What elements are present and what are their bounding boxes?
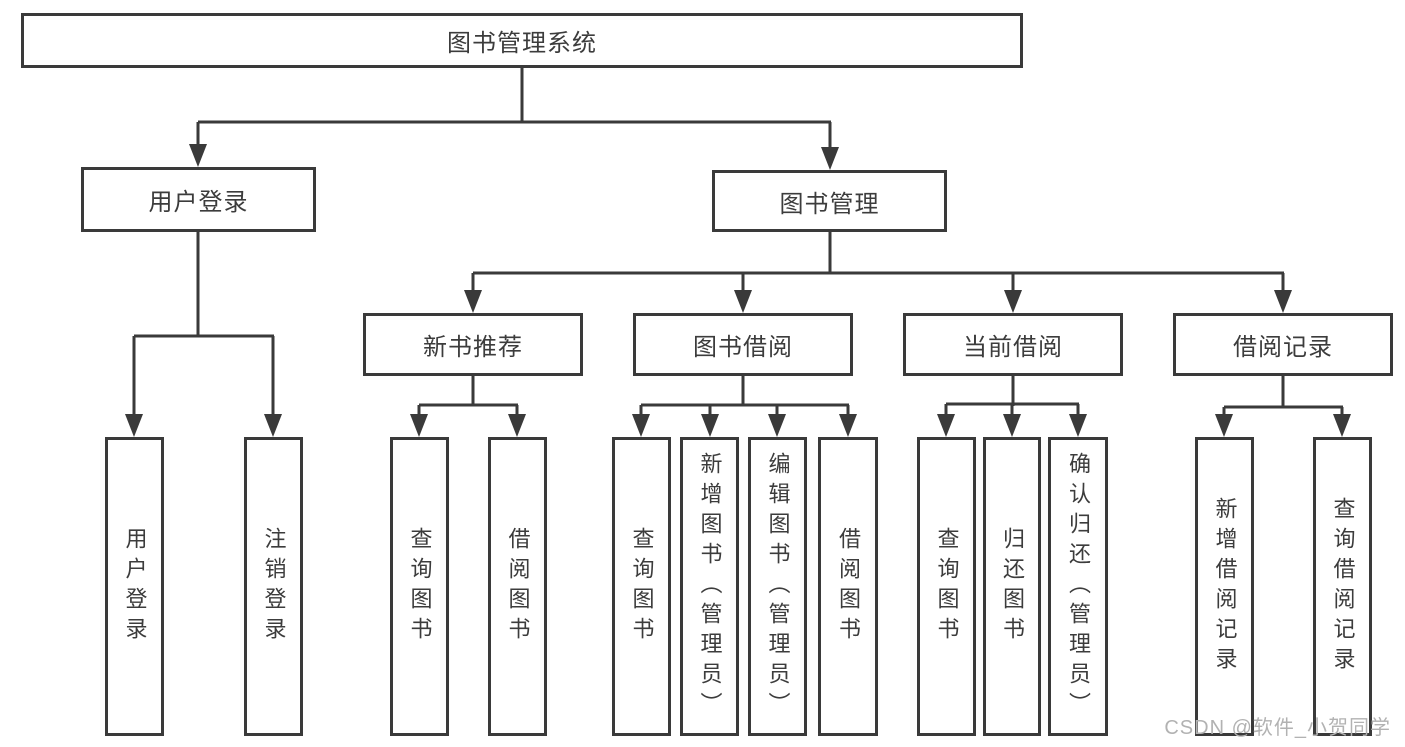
- node-label: 查询图书: [407, 526, 433, 647]
- group-node-new-book-recommend: 新书推荐: [363, 313, 583, 376]
- node-label: 查询图书: [934, 526, 960, 647]
- branch-node-book-management: 图书管理: [712, 170, 947, 232]
- node-label: 查询图书: [629, 526, 655, 647]
- node-label: 用户登录: [122, 526, 148, 647]
- csdn-watermark: CSDN @软件_小贺同学: [1164, 717, 1391, 739]
- leaf-node-borrow-books: 借阅图书: [818, 437, 878, 736]
- node-label: 新增图书（管理员）: [697, 451, 723, 722]
- node-label: 查询借阅记录: [1330, 496, 1356, 677]
- node-label: 编辑图书（管理员）: [765, 451, 791, 722]
- leaf-node-borrow-books-recommend: 借阅图书: [488, 437, 547, 736]
- leaf-node-add-borrow-record: 新增借阅记录: [1195, 437, 1254, 736]
- node-label: 注销登录: [261, 526, 287, 647]
- leaf-node-query-books-recommend: 查询图书: [390, 437, 449, 736]
- branch-node-user-login: 用户登录: [81, 167, 316, 232]
- leaf-node-user-login: 用户登录: [105, 437, 164, 736]
- root-node: 图书管理系统: [21, 13, 1023, 68]
- leaf-node-edit-book-admin: 编辑图书（管理员）: [748, 437, 807, 736]
- node-label: 图书管理: [779, 190, 880, 218]
- group-node-borrow-records: 借阅记录: [1173, 313, 1393, 376]
- leaf-node-confirm-return-admin: 确认归还（管理员）: [1048, 437, 1108, 736]
- node-label: 用户登录: [148, 189, 249, 216]
- node-label: 确认归还（管理员）: [1066, 451, 1091, 722]
- node-label: 新增借阅记录: [1212, 496, 1238, 677]
- leaf-node-query-books-current: 查询图书: [917, 437, 976, 736]
- leaf-node-logout: 注销登录: [244, 437, 303, 736]
- leaf-node-query-borrow-record: 查询借阅记录: [1313, 437, 1372, 736]
- node-label: 借阅图书: [836, 526, 861, 647]
- node-label: 新书推荐: [423, 334, 523, 361]
- node-label: 图书借阅: [693, 334, 793, 361]
- group-node-current-borrow: 当前借阅: [903, 313, 1123, 376]
- node-label: 当前借阅: [963, 334, 1063, 361]
- node-label: 借阅图书: [505, 526, 531, 647]
- node-label: 归还图书: [1000, 526, 1025, 647]
- group-node-book-borrow: 图书借阅: [633, 313, 853, 376]
- leaf-node-return-book: 归还图书: [983, 437, 1041, 736]
- node-label: 借阅记录: [1233, 334, 1333, 361]
- leaf-node-add-book-admin: 新增图书（管理员）: [680, 437, 739, 736]
- node-label: 图书管理系统: [447, 30, 597, 57]
- leaf-node-query-books-borrow: 查询图书: [612, 437, 671, 736]
